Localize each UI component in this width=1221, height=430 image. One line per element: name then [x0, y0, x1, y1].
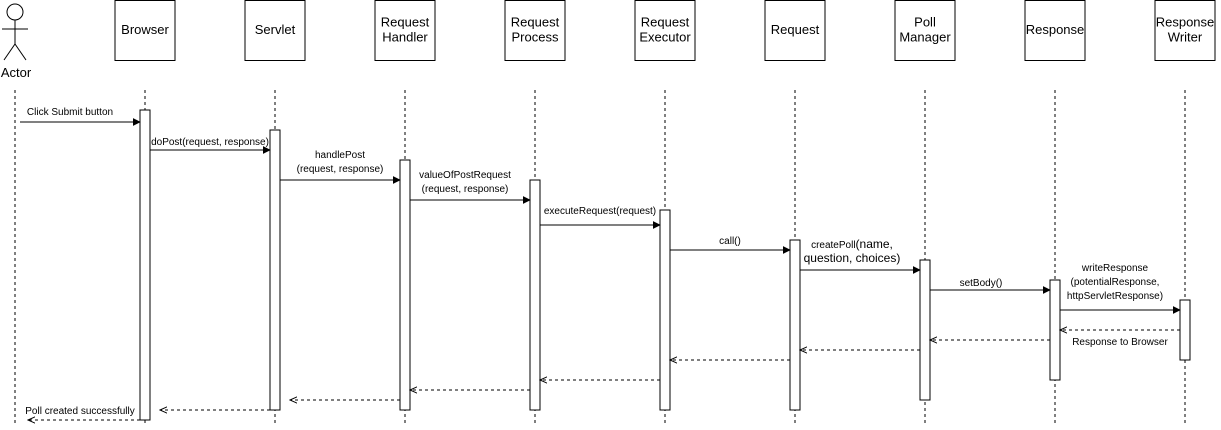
activation-bar-browser: [139, 109, 151, 421]
activation-bar-request-executor: [659, 209, 671, 411]
message-8: writeResponse (potentialResponse, httpServ…: [1060, 263, 1181, 314]
participant-label-line: Poll: [914, 15, 936, 30]
participant-label-response: Response: [1026, 22, 1085, 37]
message-label-line: call(): [719, 236, 741, 247]
message-6: createPoll(name,question, choices): [800, 237, 921, 274]
message-16: Poll created successfully: [25, 406, 140, 420]
message-label: executeRequest(request): [544, 206, 656, 217]
actor-head: [6, 3, 24, 21]
message-label: Click Submit button: [27, 107, 113, 118]
message-label-line: valueOfPostRequest: [419, 170, 511, 181]
message-label-part: createPoll: [811, 240, 855, 251]
message-label-line: (request, response): [422, 184, 509, 195]
actor-icon: [2, 3, 28, 61]
participant-browser: Browser: [114, 0, 176, 61]
message-label: writeResponse (potentialResponse, httpServ…: [1067, 263, 1163, 302]
message-label: setBody(): [960, 278, 1003, 289]
activation-bar-servlet: [269, 129, 281, 411]
participant-label-line: Request: [511, 15, 560, 30]
message-label-line: handlePost: [315, 150, 365, 161]
participant-box-request-handler: [374, 0, 436, 61]
message-label-line: doPost(request, response): [151, 137, 269, 148]
message-label: createPoll(name,question, choices): [804, 237, 901, 265]
message-label-line: Poll created successfully: [25, 406, 135, 417]
message-label-line: (potentialResponse,: [1071, 277, 1160, 288]
participant-label-line: Manager: [899, 30, 951, 45]
message-7: setBody(): [930, 278, 1051, 294]
activation-bar-request: [789, 239, 801, 411]
message-4: executeRequest(request): [540, 206, 661, 229]
message-label-line: executeRequest(request): [544, 206, 656, 217]
participant-label-line: Browser: [121, 22, 169, 37]
participant-box-request: [764, 0, 826, 61]
participant-label-line: Writer: [1168, 30, 1203, 45]
participant-response: Response: [1024, 0, 1086, 61]
message-label: call(): [719, 236, 741, 247]
participant-box-servlet: [244, 0, 306, 61]
participant-label-request: Request: [771, 22, 820, 37]
activation-bar-request-handler: [399, 159, 411, 411]
participant-label-actor: Actor: [1, 65, 32, 80]
message-label: Poll created successfully: [25, 406, 135, 417]
participant-label-line: Request: [381, 15, 430, 30]
participant-box-response-writer: [1154, 0, 1216, 61]
message-label-line: httpServletResponse): [1067, 291, 1163, 302]
participant-label-servlet: Servlet: [255, 22, 296, 37]
message-label-line: Response to Browser: [1072, 337, 1168, 348]
actor-leg-left: [3, 43, 16, 61]
participant-box-response: [1024, 0, 1086, 61]
message-2: handlePost (request, response): [280, 150, 401, 184]
participant-box-request-process: [504, 0, 566, 61]
participant-request: Request: [764, 0, 826, 61]
participant-label-line: Request: [641, 15, 690, 30]
activation-bar-response-writer: [1179, 299, 1191, 361]
participant-box-browser: [114, 0, 176, 61]
participant-label-line: Handler: [382, 30, 428, 45]
message-5: call(): [670, 236, 791, 254]
activation-bar-response: [1049, 279, 1061, 381]
message-9: Response to Browser: [1060, 330, 1180, 348]
participant-label-line: Response: [1156, 15, 1215, 30]
participant-label-line: Request: [771, 22, 820, 37]
participant-box-request-executor: [634, 0, 696, 61]
message-label: handlePost (request, response): [297, 150, 384, 175]
message-label: valueOfPostRequest (request, response): [419, 170, 511, 195]
message-label-line: Click Submit button: [27, 107, 113, 118]
participant-label-line: Executor: [639, 30, 691, 45]
message-label-part: (name,: [856, 237, 893, 251]
message-0: Click Submit button: [20, 107, 141, 126]
actor-leg-right: [14, 43, 27, 61]
activation-bar-request-process: [529, 179, 541, 411]
participant-box-poll-manager: [894, 0, 956, 61]
message-3: valueOfPostRequest (request, response): [410, 170, 531, 204]
message-label-line: createPoll(name,: [811, 237, 893, 251]
message-label-line: setBody(): [960, 278, 1003, 289]
participant-label-line: Process: [512, 30, 559, 45]
message-label-line: writeResponse: [1081, 263, 1149, 274]
message-label: doPost(request, response): [151, 137, 269, 148]
message-label: Response to Browser: [1072, 337, 1168, 348]
message-label-line: question, choices): [804, 251, 901, 265]
participant-label-browser: Browser: [121, 22, 169, 37]
participant-label-line: Response: [1026, 22, 1085, 37]
activation-bar-poll-manager: [919, 259, 931, 401]
participant-servlet: Servlet: [244, 0, 306, 61]
message-label-line: (request, response): [297, 164, 384, 175]
message-1: doPost(request, response): [150, 137, 271, 154]
participant-label-line: Servlet: [255, 22, 296, 37]
